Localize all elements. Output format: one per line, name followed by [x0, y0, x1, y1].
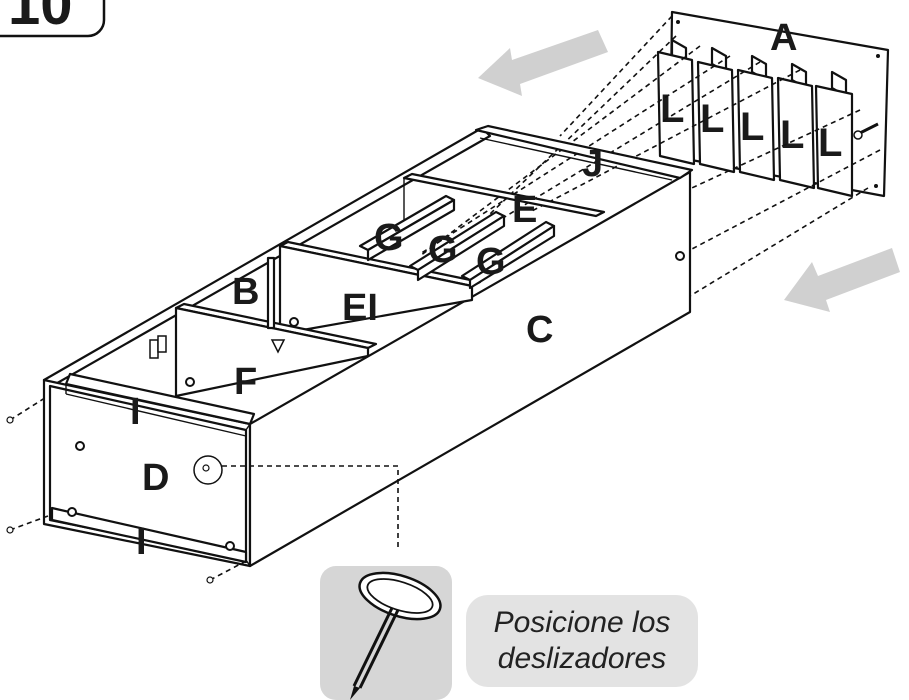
slats-g [358, 194, 556, 290]
motion-arrow-right [784, 248, 900, 312]
step-badge: 10 [0, 0, 106, 38]
slats-l: L L L L L [656, 38, 854, 198]
instruction-line-2: deslizadores [497, 642, 667, 675]
label-g-1: G [374, 217, 404, 259]
slat-g-1 [358, 194, 456, 262]
guide-lines-back [419, 15, 881, 297]
label-l-1: L [660, 87, 684, 131]
panel-e [402, 172, 606, 218]
label-l-5: L [818, 121, 842, 165]
label-e: E [512, 189, 537, 231]
label-l-4: L [780, 113, 804, 157]
label-a: A [770, 17, 797, 59]
cabinet [42, 124, 694, 568]
label-g-3: G [476, 241, 506, 283]
label-g-2: G [428, 229, 458, 271]
slat-l-4: L [776, 62, 816, 190]
label-i-top: I [130, 391, 141, 433]
rail-i-bottom [50, 506, 248, 564]
step-number: 10 [8, 0, 73, 37]
motion-arrow-top [478, 30, 608, 96]
glide-closeup [320, 566, 452, 700]
instruction-line-1: Posicione los [493, 606, 671, 639]
hinge-icon [149, 335, 167, 359]
label-c: C [526, 309, 553, 351]
slat-g-3 [460, 220, 556, 290]
screws-front [6, 395, 249, 584]
callout-line [222, 465, 399, 548]
rail-i-top [64, 372, 256, 426]
instruction-text: Posicione los deslizadores [466, 605, 698, 677]
label-j: J [582, 143, 603, 185]
slat-l-5: L [814, 70, 854, 198]
slat-l-3: L [736, 54, 776, 182]
slat-l-1: L [656, 38, 696, 166]
label-ei: EI [342, 287, 378, 329]
slat-g-2 [408, 210, 506, 282]
screw-back-panel [853, 122, 879, 140]
slat-l-2: L [696, 46, 736, 174]
strip-b [266, 256, 276, 330]
panel-c [248, 170, 692, 568]
instruction-callout [466, 595, 698, 687]
rail-j [474, 124, 694, 180]
label-l-2: L [700, 97, 724, 141]
label-l-3: L [740, 105, 764, 149]
label-b: B [232, 271, 259, 313]
label-d: D [142, 457, 169, 499]
label-i-bottom: I [136, 521, 147, 563]
label-f: F [234, 361, 257, 403]
